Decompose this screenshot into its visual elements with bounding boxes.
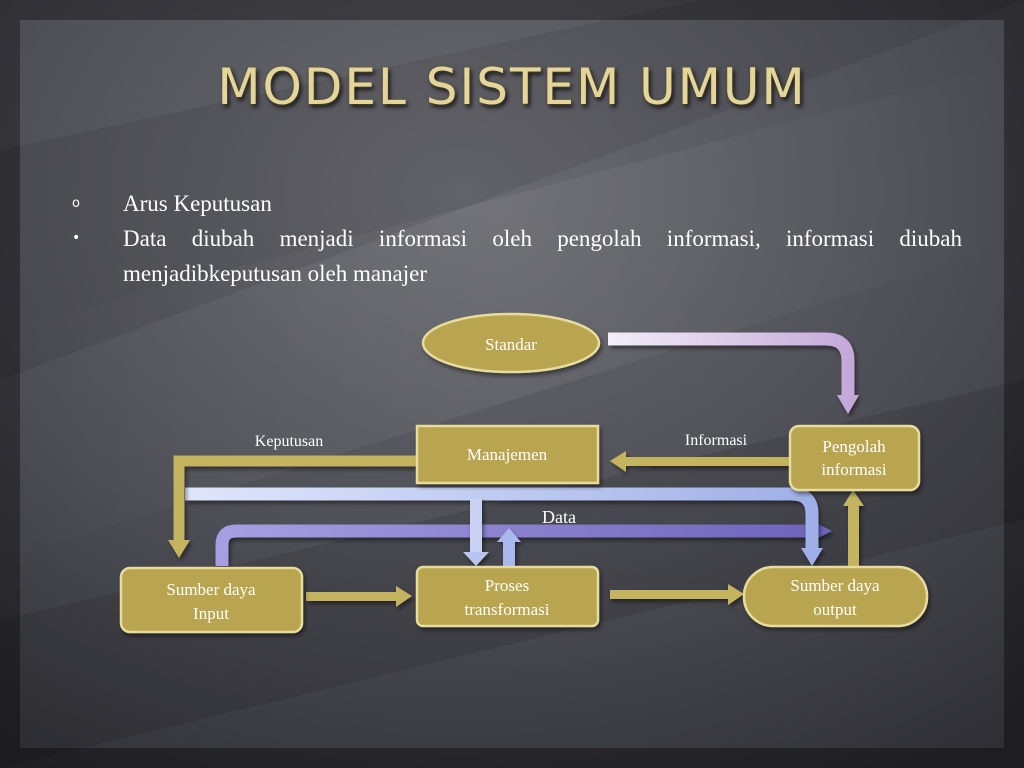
node-standar-label: Standar [485, 335, 537, 354]
dot-bullet-icon: • [72, 230, 81, 246]
node-input-line1: Sumber daya [166, 580, 256, 599]
node-pengolah-informasi: Pengolah informasi [788, 424, 921, 492]
bullet-text: Data diubah menjadi informasi oleh pengo… [123, 226, 962, 286]
informasi-arrow [610, 451, 790, 472]
keputusan-arrow [168, 455, 416, 558]
bullet-list: o Arus Keputusan • Data diubah menjadi i… [72, 186, 962, 291]
node-manajemen: Manajemen [415, 424, 600, 485]
node-input-line2: Input [193, 604, 229, 623]
node-sumber-daya-output: Sumber daya output [742, 565, 929, 628]
proses-to-output-arrow [610, 584, 744, 605]
output-to-pengolah-arrow [843, 490, 864, 568]
informasi-label: Informasi [685, 432, 748, 449]
node-output-line2: output [813, 600, 857, 619]
data-arrow-blue-right [185, 487, 823, 566]
circle-bullet-icon: o [72, 196, 80, 211]
bullet-text: Arus Keputusan [123, 191, 272, 216]
data-arrow-purple [215, 523, 832, 566]
data-arrow-blue-up [497, 528, 521, 568]
bullet-item: o Arus Keputusan [72, 186, 962, 221]
node-output-line1: Sumber daya [790, 576, 880, 595]
standar-to-pengolah-arrow [608, 332, 859, 414]
node-proses-transformasi: Proses transformasi [415, 565, 600, 628]
node-sumber-daya-input: Sumber daya Input [119, 566, 304, 634]
node-standar: Standar [421, 312, 601, 374]
bullet-item: • Data diubah menjadi informasi oleh pen… [72, 221, 962, 291]
data-arrow-blue-down [463, 498, 489, 566]
input-to-proses-arrow [306, 586, 412, 607]
node-proses-line1: Proses [485, 576, 529, 595]
node-pengolah-line1: Pengolah [822, 437, 886, 456]
node-manajemen-label: Manajemen [467, 445, 548, 464]
data-label: Data [542, 507, 576, 527]
node-pengolah-line2: informasi [821, 460, 886, 479]
keputusan-label: Keputusan [255, 433, 323, 450]
node-proses-line2: transformasi [465, 600, 550, 619]
slide-title: MODEL SISTEM UMUM [217, 58, 807, 116]
